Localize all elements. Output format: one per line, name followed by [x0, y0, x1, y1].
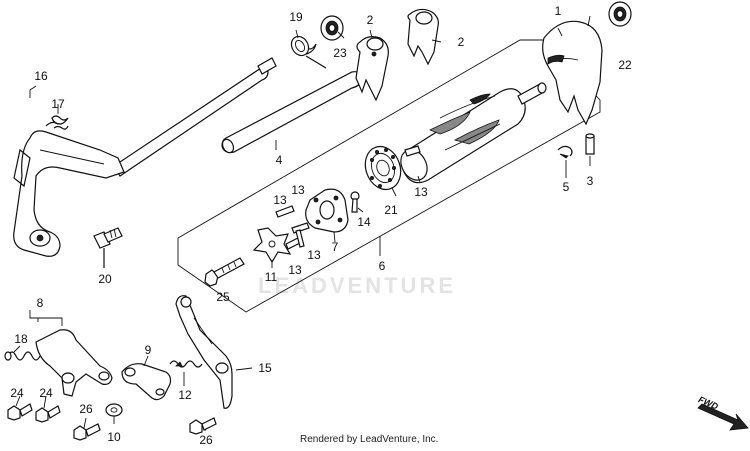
callout-8: 8 [36, 296, 44, 310]
drum-stopper-8 [35, 329, 113, 397]
pin-3 [585, 133, 595, 155]
spring-17 [51, 115, 69, 130]
credit-text: Rendered by LeadVenture, Inc. [300, 434, 439, 445]
callout-5: 5 [562, 180, 570, 194]
callout-20: 20 [98, 272, 112, 286]
callout-26-a: 26 [79, 402, 93, 416]
callout-9: 9 [144, 343, 152, 357]
callout-12: 12 [178, 388, 192, 402]
spring-18 [4, 351, 41, 361]
bearing-23 [320, 15, 344, 41]
watermark: LEADVENTURE [258, 273, 457, 298]
callout-21: 21 [384, 203, 398, 217]
bolt-20 [93, 227, 123, 268]
callout-13-e: 13 [414, 185, 428, 199]
callout-13-a: 13 [273, 193, 287, 207]
callout-1: 1 [554, 4, 562, 18]
callout-26-b: 26 [199, 433, 213, 447]
cam-plate [305, 188, 349, 233]
shift-fork-1 [542, 20, 603, 126]
bolt-26-right [189, 417, 217, 435]
callout-16: 16 [34, 69, 48, 83]
callout-2-right: 2 [457, 35, 465, 49]
bolt-26-left [73, 423, 101, 441]
callout-15: 15 [258, 361, 272, 375]
callout-19: 19 [289, 10, 303, 24]
callout-3: 3 [586, 174, 594, 188]
callout-23: 23 [333, 46, 347, 60]
pins-13 [275, 205, 310, 250]
callout-25: 25 [216, 290, 230, 304]
callout-13-b: 13 [291, 183, 305, 197]
callout-18: 18 [14, 332, 28, 346]
callout-6: 6 [378, 259, 386, 273]
leader-lines [13, 15, 591, 431]
screw-14 [350, 191, 360, 213]
shift-fork-2-right [407, 8, 439, 66]
gearshift-spindle-16 [13, 57, 277, 257]
callout-11: 11 [264, 270, 278, 284]
bolt-24-right [35, 405, 61, 423]
clip-5 [557, 145, 573, 159]
callout-4: 4 [275, 153, 283, 167]
callout-2-left: 2 [366, 13, 374, 27]
bolt-24-left [7, 403, 33, 421]
shift-arm-15 [175, 295, 233, 409]
callout-24-b: 24 [39, 386, 53, 400]
bolt-25 [204, 257, 245, 287]
callout-10: 10 [107, 430, 121, 444]
callout-14: 14 [357, 215, 371, 229]
spring-12 [169, 360, 203, 368]
callout-22: 22 [618, 58, 632, 72]
callout-24-a: 24 [10, 386, 24, 400]
callout-7: 7 [331, 240, 339, 254]
star-stopper-11 [252, 227, 292, 264]
spring-19 [290, 35, 327, 69]
shift-arm-9 [121, 363, 172, 401]
drum-assembly-box [177, 39, 601, 313]
fwd-arrow-icon [697, 403, 749, 431]
shift-fork-2-left [355, 36, 389, 102]
bearing-22 [608, 1, 632, 27]
callout-13-d: 13 [288, 263, 302, 277]
callout-17: 17 [51, 97, 65, 111]
shift-drum [400, 82, 547, 184]
bearing-21 [364, 145, 402, 191]
washer-10 [105, 403, 123, 417]
callout-13-c: 13 [307, 248, 321, 262]
pin-13-drum [404, 145, 421, 157]
